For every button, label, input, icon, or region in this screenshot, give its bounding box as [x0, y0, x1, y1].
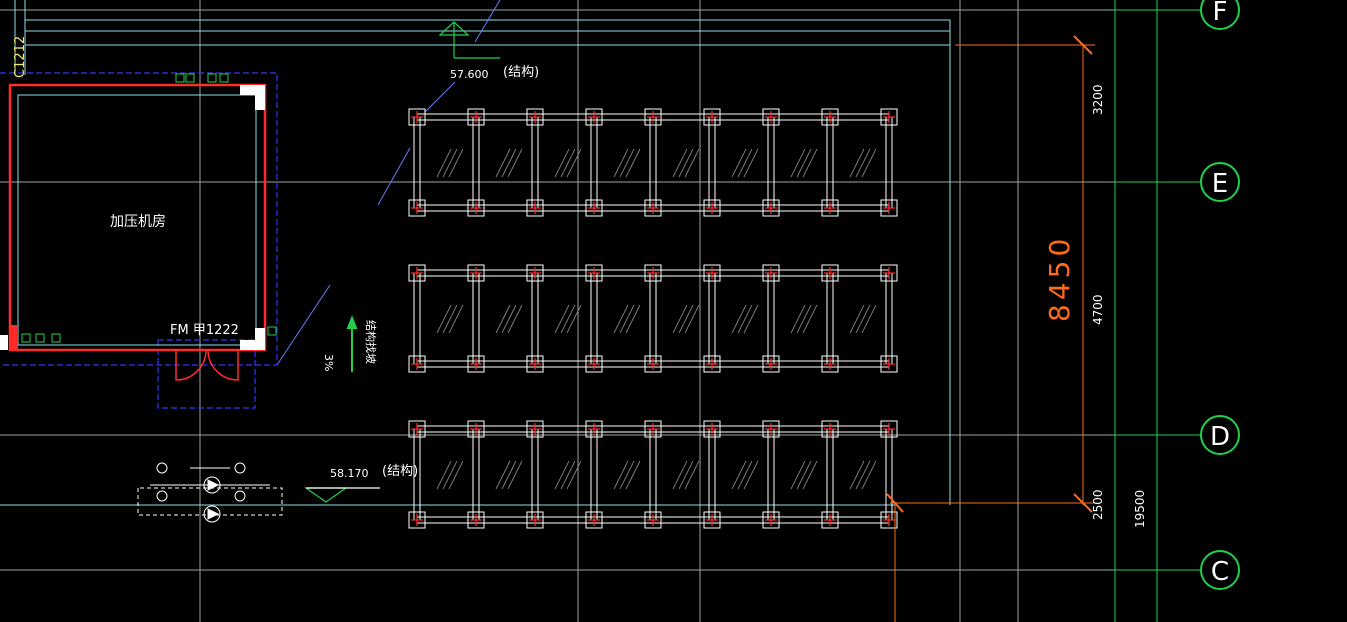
column-base-plate [467, 108, 485, 126]
column-base-plate [821, 108, 839, 126]
column-base-plate [821, 199, 839, 217]
equipment-row [408, 108, 898, 217]
dimension-lines [886, 0, 1200, 622]
slope-arrow [346, 315, 358, 372]
room-small-icons [21, 73, 277, 343]
column-base-plate [467, 420, 485, 438]
column-base-plate [644, 108, 662, 126]
slope-note: 结构找坡 [364, 320, 377, 364]
column-base-plate [703, 420, 721, 438]
column-base-plate [703, 108, 721, 126]
axis-bubble-c[interactable]: C [1200, 550, 1240, 590]
column-base-plate [408, 511, 426, 529]
column-base-plate [585, 420, 603, 438]
column-base-plate [467, 264, 485, 282]
column-base-plate [821, 355, 839, 373]
axis-bubble-e[interactable]: E [1200, 162, 1240, 202]
column-base-plate [408, 199, 426, 217]
column-base-plate [467, 511, 485, 529]
column-base-plate [762, 199, 780, 217]
axis-bubble-f[interactable]: F [1200, 0, 1240, 30]
column-base-plate [526, 511, 544, 529]
column-base-plate [880, 511, 898, 529]
door-c1212-label: C1212 [13, 35, 28, 78]
column-base-plate [585, 264, 603, 282]
column-base-plate [703, 199, 721, 217]
column-base-plate [644, 511, 662, 529]
column-base-plate [467, 199, 485, 217]
column-base-plate [703, 264, 721, 282]
elevation-marker-top [438, 21, 500, 59]
column-base-plate [880, 199, 898, 217]
slope-diagonal [276, 0, 501, 366]
column-base-plate [585, 108, 603, 126]
column-base-plate [644, 355, 662, 373]
column-base-plate [408, 420, 426, 438]
column-base-plate [821, 264, 839, 282]
elevation-bottom-value: 58.170 [330, 467, 369, 480]
column-base-plate [526, 264, 544, 282]
column-base-plate [703, 511, 721, 529]
column-base-plate [762, 108, 780, 126]
pump-assembly [137, 462, 283, 523]
elevation-bottom-note: (结构) [382, 464, 419, 479]
column-base-plate [821, 420, 839, 438]
equipment-grid [408, 108, 898, 529]
column-base-plate [585, 355, 603, 373]
column-base-plate [526, 355, 544, 373]
column-base-plate [880, 355, 898, 373]
column-base-plate [526, 108, 544, 126]
fm-door-label: FM 甲1222 [170, 323, 239, 338]
fm-door-swing [175, 349, 239, 381]
elevation-marker-bottom [304, 487, 380, 503]
equipment-row [408, 264, 898, 373]
column-base-plate [644, 199, 662, 217]
room-wall [0, 83, 267, 352]
column-base-plate [880, 264, 898, 282]
dimension-4700: 4700 [1091, 294, 1105, 325]
column-base-plate [408, 108, 426, 126]
column-base-plate [762, 511, 780, 529]
elevation-top-note: (结构) [503, 65, 540, 80]
column-base-plate [526, 199, 544, 217]
room-name-label: 加压机房 [110, 214, 166, 230]
column-base-plate [585, 511, 603, 529]
elevation-top-value: 57.600 [450, 68, 489, 81]
column-base-plate [762, 420, 780, 438]
parapet-lines [0, 0, 951, 506]
column-base-plate [821, 511, 839, 529]
slope-percent: 3% [322, 354, 335, 372]
dimension-3200: 3200 [1091, 84, 1105, 115]
column-base-plate [703, 355, 721, 373]
column-base-plate [467, 355, 485, 373]
dimension-2500: 2500 [1091, 489, 1105, 520]
column-base-plate [585, 199, 603, 217]
dimension-19500: 19500 [1133, 489, 1147, 528]
column-base-plate [644, 264, 662, 282]
column-base-plate [644, 420, 662, 438]
dimension-total-orange: 8450 [1043, 234, 1076, 322]
equipment-row [408, 420, 898, 529]
column-base-plate [762, 355, 780, 373]
axis-bubble-d[interactable]: D [1200, 415, 1240, 455]
column-base-plate [880, 420, 898, 438]
column-base-plate [880, 108, 898, 126]
column-base-plate [408, 355, 426, 373]
column-base-plate [762, 264, 780, 282]
grid-lines [0, 0, 1200, 622]
column-base-plate [526, 420, 544, 438]
column-base-plate [408, 264, 426, 282]
room-outline-dashed [0, 72, 278, 409]
